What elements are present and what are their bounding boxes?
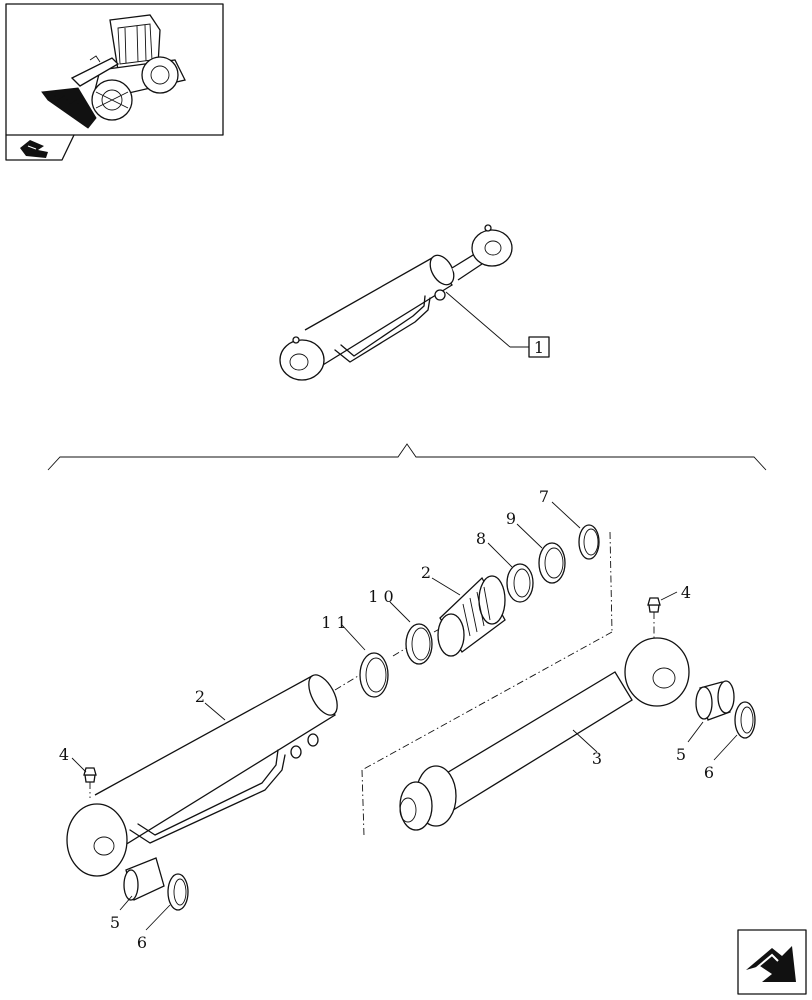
callout-rod: 3 [592, 749, 602, 768]
seal-10[interactable] [405, 623, 433, 665]
callout-ring-left: 6 [137, 933, 147, 952]
arrow-next-icon[interactable] [737, 929, 807, 995]
grease-fitting-left[interactable] [83, 767, 97, 798]
grease-fitting-right[interactable] [647, 597, 661, 640]
callout-piston: 2 [421, 563, 431, 582]
bush-left[interactable] [123, 857, 165, 901]
callout-grease-left: 4 [59, 745, 69, 764]
callout-seal-8: 8 [476, 529, 486, 548]
assembly-callout-box [528, 336, 550, 358]
cylinder-assembly[interactable] [279, 224, 513, 381]
callout-seal-10: 1 0 [368, 587, 393, 606]
group-brace [47, 443, 767, 471]
thumbnail-frame [5, 3, 224, 161]
arrow-return-icon[interactable] [20, 140, 48, 158]
callout-seal-11: 1 1 [321, 613, 346, 632]
seal-7[interactable] [578, 524, 600, 560]
wheel-loader-icon [41, 14, 186, 129]
seal-11[interactable] [359, 652, 389, 698]
barrel[interactable] [66, 670, 343, 877]
ring-right[interactable] [734, 701, 756, 739]
callout-bush-left: 5 [110, 913, 120, 932]
callout-assembly: 1 [534, 338, 544, 357]
callout-seal-7: 7 [539, 487, 549, 506]
seal-8[interactable] [506, 563, 534, 603]
bush-right[interactable] [695, 680, 735, 721]
callout-barrel: 2 [195, 687, 205, 706]
callout-bush-right: 5 [676, 745, 686, 764]
ring-left[interactable] [167, 873, 189, 911]
seal-9[interactable] [538, 542, 566, 584]
callout-seal-9: 9 [506, 509, 516, 528]
callout-ring-right: 6 [704, 763, 714, 782]
axis-line-return [609, 531, 613, 633]
callout-grease-right: 4 [681, 583, 691, 602]
piston-rod[interactable] [399, 637, 690, 831]
piston[interactable] [437, 575, 506, 657]
